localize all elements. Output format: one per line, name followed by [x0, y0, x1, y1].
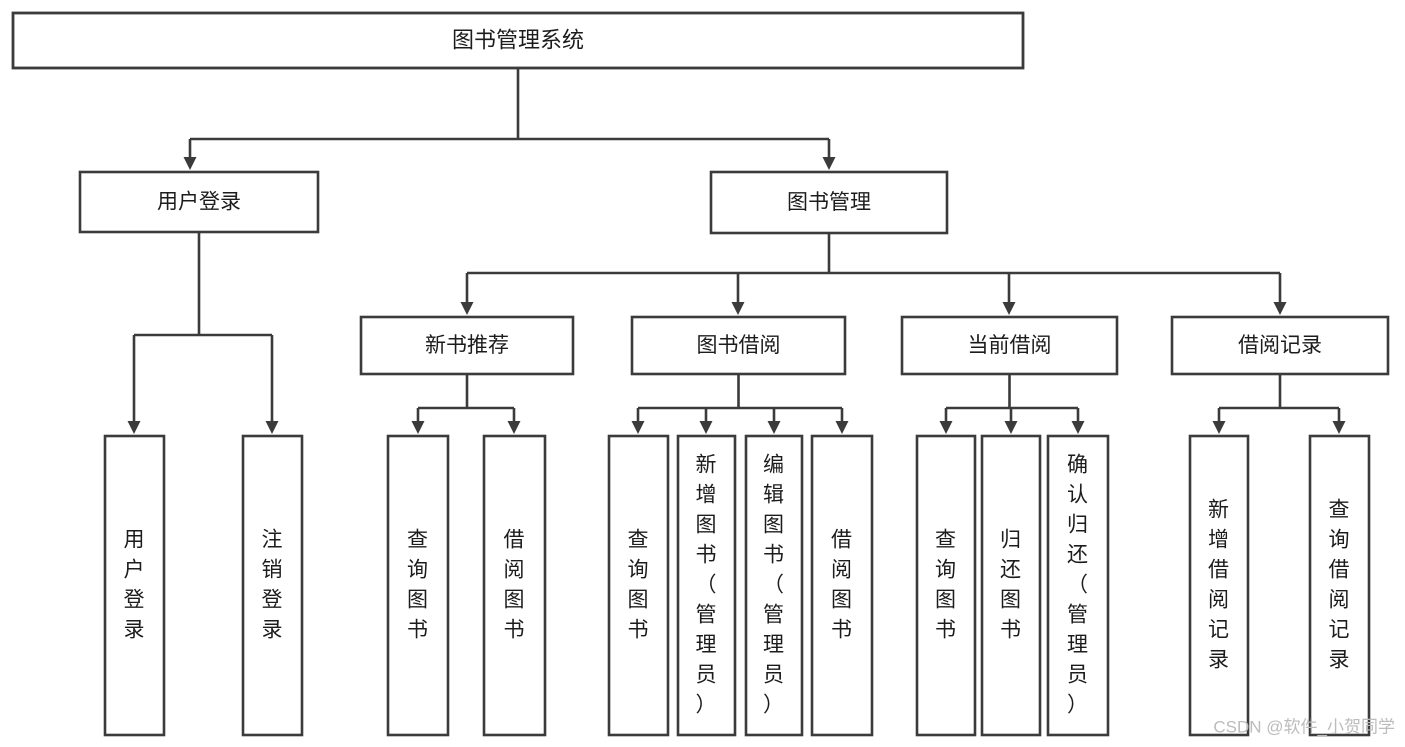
arrow-head-icon	[835, 421, 849, 434]
node-label: 用户登录	[157, 191, 241, 214]
arrow-head-icon	[699, 421, 713, 434]
node-box[interactable]	[359, 315, 575, 376]
arrow-head-icon	[183, 157, 197, 170]
node-root[interactable]: 图书管理系统	[11, 11, 1025, 70]
arrow-head-icon	[411, 421, 425, 434]
node-box[interactable]	[744, 434, 804, 737]
connector-layer	[127, 68, 1346, 434]
node-label: 归还图书	[1000, 528, 1022, 641]
node-leaf-user-login[interactable]: 用户登录	[103, 434, 166, 737]
node-label: 图书借阅	[697, 334, 781, 357]
node-leaf-rec-borrow[interactable]: 借阅图书	[482, 434, 547, 737]
arrow-head-icon	[767, 421, 781, 434]
arrow-head-icon	[1004, 421, 1018, 434]
connector-group-root-bus	[183, 68, 836, 170]
node-label: 借阅图书	[504, 528, 526, 641]
csdn-watermark: CSDN @软件_小贺同学	[1213, 717, 1395, 736]
node-box[interactable]	[11, 11, 1025, 70]
node-label: 查询图书	[628, 528, 650, 641]
node-box[interactable]	[78, 170, 320, 234]
node-current-borrow[interactable]: 当前借阅	[900, 315, 1119, 376]
node-leaf-rec-add[interactable]: 新增借阅记录	[1188, 434, 1250, 737]
node-box[interactable]	[980, 434, 1042, 737]
arrow-head-icon	[1273, 302, 1287, 315]
node-label: 借阅图书	[831, 528, 853, 641]
arrow-head-icon	[1332, 421, 1346, 434]
node-box[interactable]	[1170, 315, 1390, 376]
node-label: 查询借阅记录	[1329, 498, 1351, 671]
node-book-manage[interactable]: 图书管理	[709, 170, 949, 235]
node-user-login[interactable]: 用户登录	[78, 170, 320, 234]
node-leaf-cur-confirm[interactable]: 确认归还（管理员）	[1046, 434, 1110, 737]
node-label: 借阅记录	[1238, 334, 1322, 357]
node-leaf-borrow-add[interactable]: 新增图书（管理员）	[676, 434, 737, 737]
arrow-head-icon	[731, 302, 745, 315]
node-box[interactable]	[915, 434, 977, 737]
node-box[interactable]	[103, 434, 166, 737]
node-new-book-rec[interactable]: 新书推荐	[359, 315, 575, 376]
node-label: 新增借阅记录	[1208, 498, 1230, 671]
node-box[interactable]	[386, 434, 450, 737]
arrow-head-icon	[265, 421, 279, 434]
node-label: 图书管理	[787, 191, 871, 214]
node-label: 新书推荐	[425, 334, 509, 357]
node-leaf-rec-search[interactable]: 查询借阅记录	[1308, 434, 1371, 737]
node-box[interactable]	[709, 170, 949, 235]
node-layer: 图书管理系统用户登录图书管理新书推荐图书借阅当前借阅借阅记录用户登录注销登录查询…	[11, 11, 1390, 737]
connector-group-current-borrow-bus	[939, 374, 1085, 434]
node-leaf-borrow-edit[interactable]: 编辑图书（管理员）	[744, 434, 804, 737]
arrow-head-icon	[1212, 421, 1226, 434]
connector-group-borrow-record-bus	[1212, 374, 1346, 434]
node-label: 用户登录	[124, 528, 146, 641]
connector-group-new-book-rec-bus	[411, 374, 521, 434]
node-label: 图书管理系统	[452, 27, 584, 52]
node-box[interactable]	[607, 434, 670, 737]
node-box[interactable]	[810, 434, 874, 737]
arrow-head-icon	[822, 157, 836, 170]
arrow-head-icon	[631, 421, 645, 434]
node-label: 查询图书	[407, 528, 429, 641]
node-box[interactable]	[482, 434, 547, 737]
node-box[interactable]	[1046, 434, 1110, 737]
node-leaf-borrow-query[interactable]: 查询图书	[607, 434, 670, 737]
node-leaf-borrow-lend[interactable]: 借阅图书	[810, 434, 874, 737]
arrow-head-icon	[507, 421, 521, 434]
node-label: 确认归还（管理员）	[1067, 453, 1089, 716]
connector-group-book-manage-bus	[460, 233, 1287, 315]
node-label: 查询图书	[935, 528, 957, 641]
node-borrow-record[interactable]: 借阅记录	[1170, 315, 1390, 376]
node-box[interactable]	[676, 434, 737, 737]
node-box[interactable]	[900, 315, 1119, 376]
node-label: 当前借阅	[968, 334, 1052, 357]
connector-group-book-borrow-bus	[631, 374, 849, 434]
watermark-layer: CSDN @软件_小贺同学	[1213, 717, 1395, 736]
connector-group-user-login-bus	[127, 232, 279, 434]
arrow-head-icon	[460, 302, 474, 315]
node-book-borrow[interactable]: 图书借阅	[630, 315, 847, 376]
node-leaf-cur-return[interactable]: 归还图书	[980, 434, 1042, 737]
node-leaf-rec-query[interactable]: 查询图书	[386, 434, 450, 737]
node-box[interactable]	[1188, 434, 1250, 737]
node-label: 注销登录	[262, 528, 284, 641]
node-box[interactable]	[630, 315, 847, 376]
arrow-head-icon	[127, 421, 141, 434]
node-label: 编辑图书（管理员）	[763, 453, 785, 716]
node-leaf-user-logout[interactable]: 注销登录	[241, 434, 304, 737]
arrow-head-icon	[939, 421, 953, 434]
node-box[interactable]	[1308, 434, 1371, 737]
arrow-head-icon	[1002, 302, 1016, 315]
node-box[interactable]	[241, 434, 304, 737]
node-leaf-cur-query[interactable]: 查询图书	[915, 434, 977, 737]
node-label: 新增图书（管理员）	[696, 453, 718, 716]
arrow-head-icon	[1071, 421, 1085, 434]
